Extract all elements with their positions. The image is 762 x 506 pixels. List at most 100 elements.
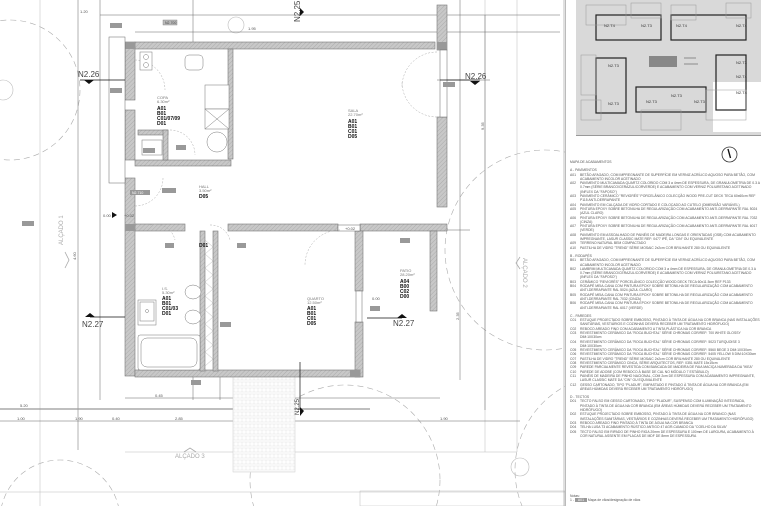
svg-text:SALA: SALA [348,108,359,113]
svg-text:9.35: 9.35 [480,121,485,130]
svg-text:A01: A01 [348,119,357,125]
svg-text:C01/03: C01/03 [162,306,178,312]
svg-text:HALL: HALL [199,184,210,189]
svg-text:A04: A04 [400,279,409,285]
svg-text:D05: D05 [307,321,316,327]
room-copa: COPA 6.30m² A01 B01 C01/07/09 D01 [157,95,180,127]
svg-text:N2.T3: N2.T3 [671,93,683,98]
svg-text:D05: D05 [348,134,357,140]
notes-heading: Notas: [570,494,580,498]
bathroom-fixtures [137,284,202,371]
svg-text:1.90: 1.90 [75,416,84,421]
note-item: 1 - A01 Mapa de vãos/designação de vãos [570,498,641,502]
svg-text:COPA: COPA [157,95,168,100]
key-plan: N2.T4 N2.T3 N2.T4 N2.T4 N2.T3 N2.T3 N2.T… [576,0,761,136]
svg-text:6.30m²: 6.30m² [157,99,170,104]
svg-text:C01: C01 [348,129,357,135]
svg-text:C02: C02 [400,289,409,295]
svg-text:2.85: 2.85 [175,416,184,421]
walls [124,4,448,378]
svg-text:0.00: 0.00 [103,213,112,218]
svg-text:A01: A01 [162,296,171,302]
svg-text:N2.27: N2.27 [393,319,415,328]
svg-text:N2.T4: N2.T4 [736,90,748,95]
svg-text:5.20: 5.20 [20,403,29,408]
svg-text:N2.T3: N2.T3 [694,99,706,104]
svg-text:I.S.: I.S. [162,286,168,291]
legend-heading: A - PAVIMENTOS [570,168,597,173]
patio-paving [232,375,296,473]
svg-text:N2.T4: N2.T4 [736,23,748,28]
svg-text:N2.T3: N2.T3 [608,63,620,68]
key-plan-drawing: N2.T4 N2.T3 N2.T4 N2.T4 N2.T3 N2.T3 N2.T… [576,0,761,135]
legend-title: MAPA DE ACABAMENTOS [570,160,612,164]
svg-text:1.20: 1.20 [80,9,89,14]
svg-text:3.50m²: 3.50m² [199,188,212,193]
svg-text:N2.25: N2.25 [295,398,301,415]
svg-text:A01: A01 [307,306,316,312]
svg-text:N2.710: N2.710 [132,191,143,195]
title-block-panel: N2.T4 N2.T3 N2.T4 N2.T4 N2.T3 N2.T3 N2.T… [565,0,762,506]
svg-text:C01: C01 [307,316,316,322]
svg-text:C01/07/09: C01/07/09 [157,116,180,122]
svg-text:1.00: 1.00 [17,416,26,421]
svg-text:N2.26: N2.26 [78,70,100,79]
svg-text:N2.T3: N2.T3 [608,101,620,106]
room-quarto: QUARTO 12.50m² A01 B01 C01 D05 [307,296,324,327]
svg-text:ALÇADO 1: ALÇADO 1 [59,215,65,245]
svg-text:D01: D01 [162,311,171,317]
svg-text:N2.25: N2.25 [293,0,302,22]
svg-text:4.60: 4.60 [72,251,77,260]
landscape-arcs [0,19,565,506]
svg-text:N2.700: N2.700 [165,21,176,25]
svg-text:B01: B01 [348,124,357,130]
kitchen-fixtures [139,51,230,156]
svg-text:28.20m²: 28.20m² [400,272,415,277]
room-is: I.S. 5.30m² A01 B01 C01/03 D01 [162,286,178,317]
svg-text:N2.T3: N2.T3 [641,23,653,28]
svg-text:ALÇADO 2: ALÇADO 2 [521,258,527,288]
svg-text:22.70m²: 22.70m² [348,112,363,117]
svg-text:+0.02: +0.02 [345,226,356,231]
svg-text:+0.02: +0.02 [124,213,135,218]
svg-text:B01: B01 [307,311,316,317]
svg-text:5.30m²: 5.30m² [162,290,175,295]
svg-text:N2.T3: N2.T3 [736,60,748,65]
elevation-labels: ALÇADO 1 ALÇADO 2 ALÇADO 3 [59,215,527,460]
svg-text:0.40: 0.40 [112,416,121,421]
svg-text:B01: B01 [157,111,166,117]
svg-text:QUARTO: QUARTO [307,296,324,301]
svg-text:N2.T4: N2.T4 [676,23,688,28]
svg-text:B00: B00 [400,284,409,290]
floor-plan: zome 1.20 [0,0,565,506]
